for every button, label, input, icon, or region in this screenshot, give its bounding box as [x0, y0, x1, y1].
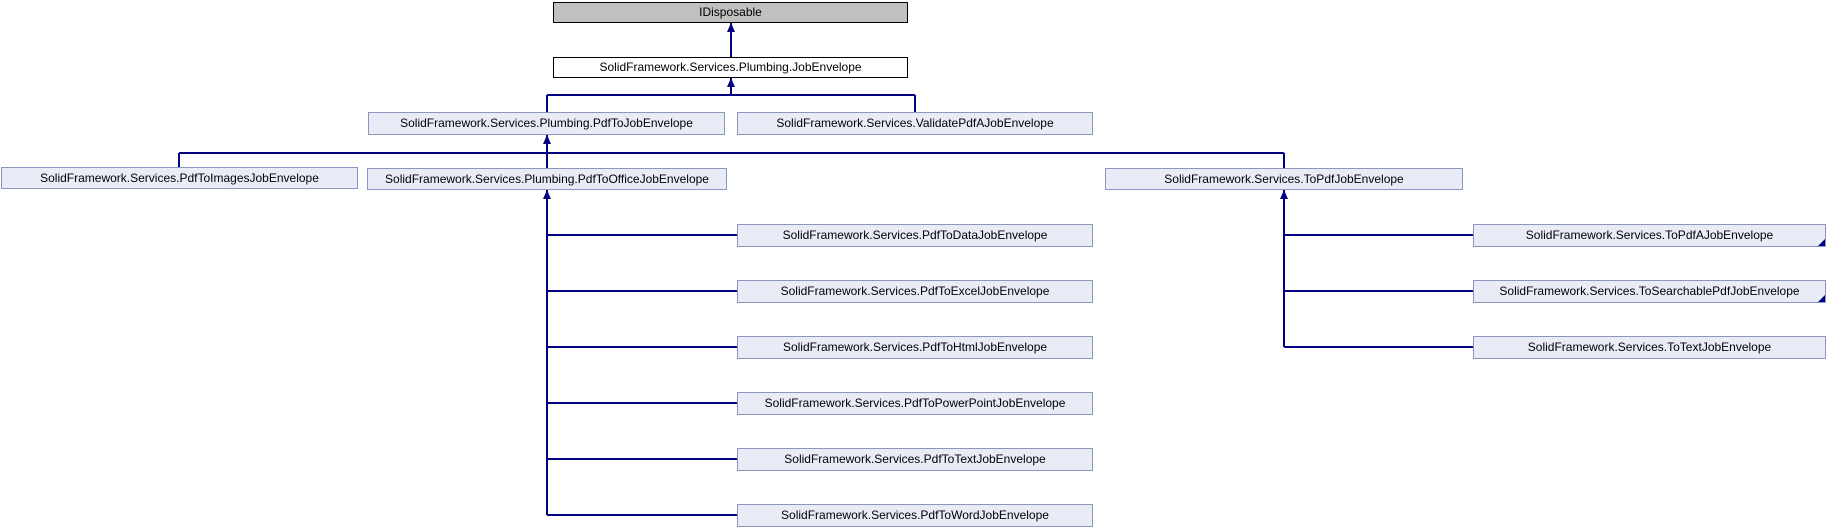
inheritance-edge: [1284, 290, 1473, 292]
class-node-label: SolidFramework.Services.ToSearchablePdfJ…: [1499, 284, 1800, 298]
corner-mark-icon: [1818, 239, 1825, 246]
class-node-pdftoexceljobenvelope[interactable]: SolidFramework.Services.PdfToExcelJobEnv…: [737, 280, 1093, 303]
class-node-idisposable: IDisposable: [553, 2, 908, 23]
inheritance-edge: [1284, 346, 1473, 348]
inheritance-arrow-icon: [727, 78, 735, 87]
class-node-label: SolidFramework.Services.Plumbing.PdfToJo…: [400, 116, 693, 130]
inheritance-edge: [546, 135, 548, 168]
class-node-tosearchablepdfjobenvelope[interactable]: SolidFramework.Services.ToSearchablePdfJ…: [1473, 280, 1826, 303]
class-node-label: SolidFramework.Services.PdfToDataJobEnve…: [782, 228, 1048, 242]
corner-mark-icon: [1818, 295, 1825, 302]
class-node-pdftoimagesjobenvelope[interactable]: SolidFramework.Services.PdfToImagesJobEn…: [1, 167, 358, 189]
class-node-label: SolidFramework.Services.Plumbing.JobEnve…: [599, 60, 862, 74]
inheritance-edge: [178, 153, 180, 167]
class-node-label: SolidFramework.Services.ValidatePdfAJobE…: [776, 116, 1054, 130]
inheritance-edge: [547, 290, 737, 292]
inheritance-edge: [1284, 234, 1473, 236]
inheritance-edge: [179, 152, 1284, 154]
class-node-label: SolidFramework.Services.PdfToWordJobEnve…: [781, 508, 1049, 522]
class-node-label: SolidFramework.Services.PdfToHtmlJobEnve…: [782, 340, 1048, 354]
class-node-pdftopowerpointjobenvelope[interactable]: SolidFramework.Services.PdfToPowerPointJ…: [737, 392, 1093, 415]
inheritance-edge: [1283, 153, 1285, 168]
inheritance-edge: [914, 95, 916, 112]
class-node-label: IDisposable: [699, 5, 762, 19]
inheritance-edge: [546, 95, 548, 112]
class-node-label: SolidFramework.Services.ToTextJobEnvelop…: [1527, 340, 1772, 354]
inheritance-edge: [546, 190, 548, 515]
class-node-pdftotextjobenvelope[interactable]: SolidFramework.Services.PdfToTextJobEnve…: [737, 448, 1093, 471]
inheritance-arrow-icon: [1280, 190, 1288, 199]
inheritance-edge: [547, 402, 737, 404]
class-node-topdfajobenvelope[interactable]: SolidFramework.Services.ToPdfAJobEnvelop…: [1473, 224, 1826, 247]
inheritance-edge: [547, 458, 737, 460]
class-node-label: SolidFramework.Services.Plumbing.PdfToOf…: [385, 172, 709, 186]
class-node-jobenvelope: SolidFramework.Services.Plumbing.JobEnve…: [553, 57, 908, 78]
class-node-label: SolidFramework.Services.ToPdfJobEnvelope: [1164, 172, 1404, 186]
class-node-pdftoofficejobenvelope[interactable]: SolidFramework.Services.Plumbing.PdfToOf…: [367, 168, 727, 190]
inheritance-arrow-icon: [727, 23, 735, 32]
inheritance-edge: [547, 94, 915, 96]
class-node-pdftohtmljobenvelope[interactable]: SolidFramework.Services.PdfToHtmlJobEnve…: [737, 336, 1093, 359]
class-node-label: SolidFramework.Services.ToPdfAJobEnvelop…: [1525, 228, 1774, 242]
class-node-label: SolidFramework.Services.PdfToImagesJobEn…: [40, 171, 319, 185]
class-node-label: SolidFramework.Services.PdfToTextJobEnve…: [784, 452, 1046, 466]
inheritance-edge: [1283, 190, 1285, 347]
class-node-validatepdfajobenvelope[interactable]: SolidFramework.Services.ValidatePdfAJobE…: [737, 112, 1093, 135]
class-node-pdftowordjobenvelope[interactable]: SolidFramework.Services.PdfToWordJobEnve…: [737, 504, 1093, 527]
inheritance-arrow-icon: [543, 190, 551, 199]
class-node-pdftojobenvelope[interactable]: SolidFramework.Services.Plumbing.PdfToJo…: [368, 112, 725, 135]
inheritance-edge: [730, 23, 732, 57]
class-node-topdfjobenvelope[interactable]: SolidFramework.Services.ToPdfJobEnvelope: [1105, 168, 1463, 190]
class-node-totextjobenvelope[interactable]: SolidFramework.Services.ToTextJobEnvelop…: [1473, 336, 1826, 359]
class-node-label: SolidFramework.Services.PdfToExcelJobEnv…: [780, 284, 1050, 298]
inheritance-edge: [547, 514, 737, 516]
inheritance-edge: [547, 346, 737, 348]
class-node-label: SolidFramework.Services.PdfToPowerPointJ…: [764, 396, 1066, 410]
class-node-pdftodatajobenvelope[interactable]: SolidFramework.Services.PdfToDataJobEnve…: [737, 224, 1093, 247]
inheritance-edge: [547, 234, 737, 236]
inheritance-arrow-icon: [543, 135, 551, 144]
